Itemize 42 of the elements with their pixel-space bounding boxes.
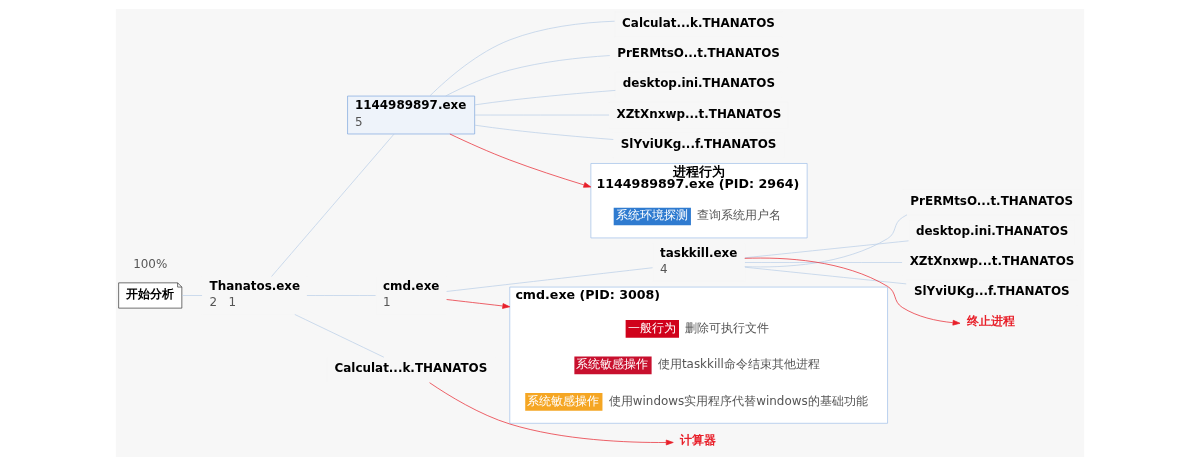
node-text: Thanatos.exe 2 1	[209, 278, 301, 309]
connector	[181, 294, 203, 296]
node-label: 查询系统用户名	[697, 207, 782, 222]
node-text: PrERMtsO...t.THANATOS	[617, 45, 780, 60]
node-text: XZtXnxwp...t.THANATOS	[616, 106, 782, 121]
connector	[294, 313, 385, 358]
arrow	[446, 298, 511, 309]
arrow	[744, 257, 961, 325]
connector	[429, 20, 615, 96]
connector	[445, 54, 611, 96]
node-box: 1144989897.exe 5	[347, 95, 475, 134]
connector	[474, 89, 616, 105]
node-text: XZtXnxwp...t.THANATOS	[909, 253, 1075, 268]
node-label: 删除可执行文件	[685, 320, 770, 335]
node-text: Calculat...k.THANATOS	[334, 360, 488, 375]
node-text: taskkill.exe 4	[660, 245, 738, 276]
connector	[474, 124, 614, 140]
node-text: PrERMtsO...t.THANATOS	[910, 193, 1074, 208]
node-label: 使用taskkill命令结束其他进程	[657, 356, 820, 371]
node-text: 计算器	[680, 432, 717, 447]
arrow	[429, 381, 674, 445]
node-box: 一般行为	[625, 319, 679, 338]
label: 100%	[133, 256, 168, 271]
arrow	[449, 133, 592, 188]
node-text: desktop.ini.THANATOS	[622, 75, 776, 90]
connector	[306, 294, 376, 296]
connector	[446, 266, 653, 292]
node-label: 使用windows实用程序代替windows的基础功能	[608, 393, 868, 408]
connector	[744, 213, 908, 267]
connector	[744, 261, 903, 263]
node-text: SlYviUKg...f.THANATOS	[913, 283, 1070, 298]
connector	[744, 240, 909, 258]
node-box: 系统环境探测	[613, 207, 691, 225]
node-text: Calculat...k.THANATOS	[622, 15, 775, 30]
node-box: 系统敏感操作	[574, 356, 652, 374]
node-text: SlYviUKg...f.THANATOS	[620, 136, 777, 151]
node-text: 终止进程	[967, 313, 1016, 328]
connector	[271, 133, 395, 277]
node-text: cmd.exe 1	[383, 278, 440, 309]
connector	[744, 266, 907, 284]
node-text: desktop.ini.THANATOS	[915, 223, 1069, 238]
node-box: 系统敏感操作	[525, 392, 603, 411]
